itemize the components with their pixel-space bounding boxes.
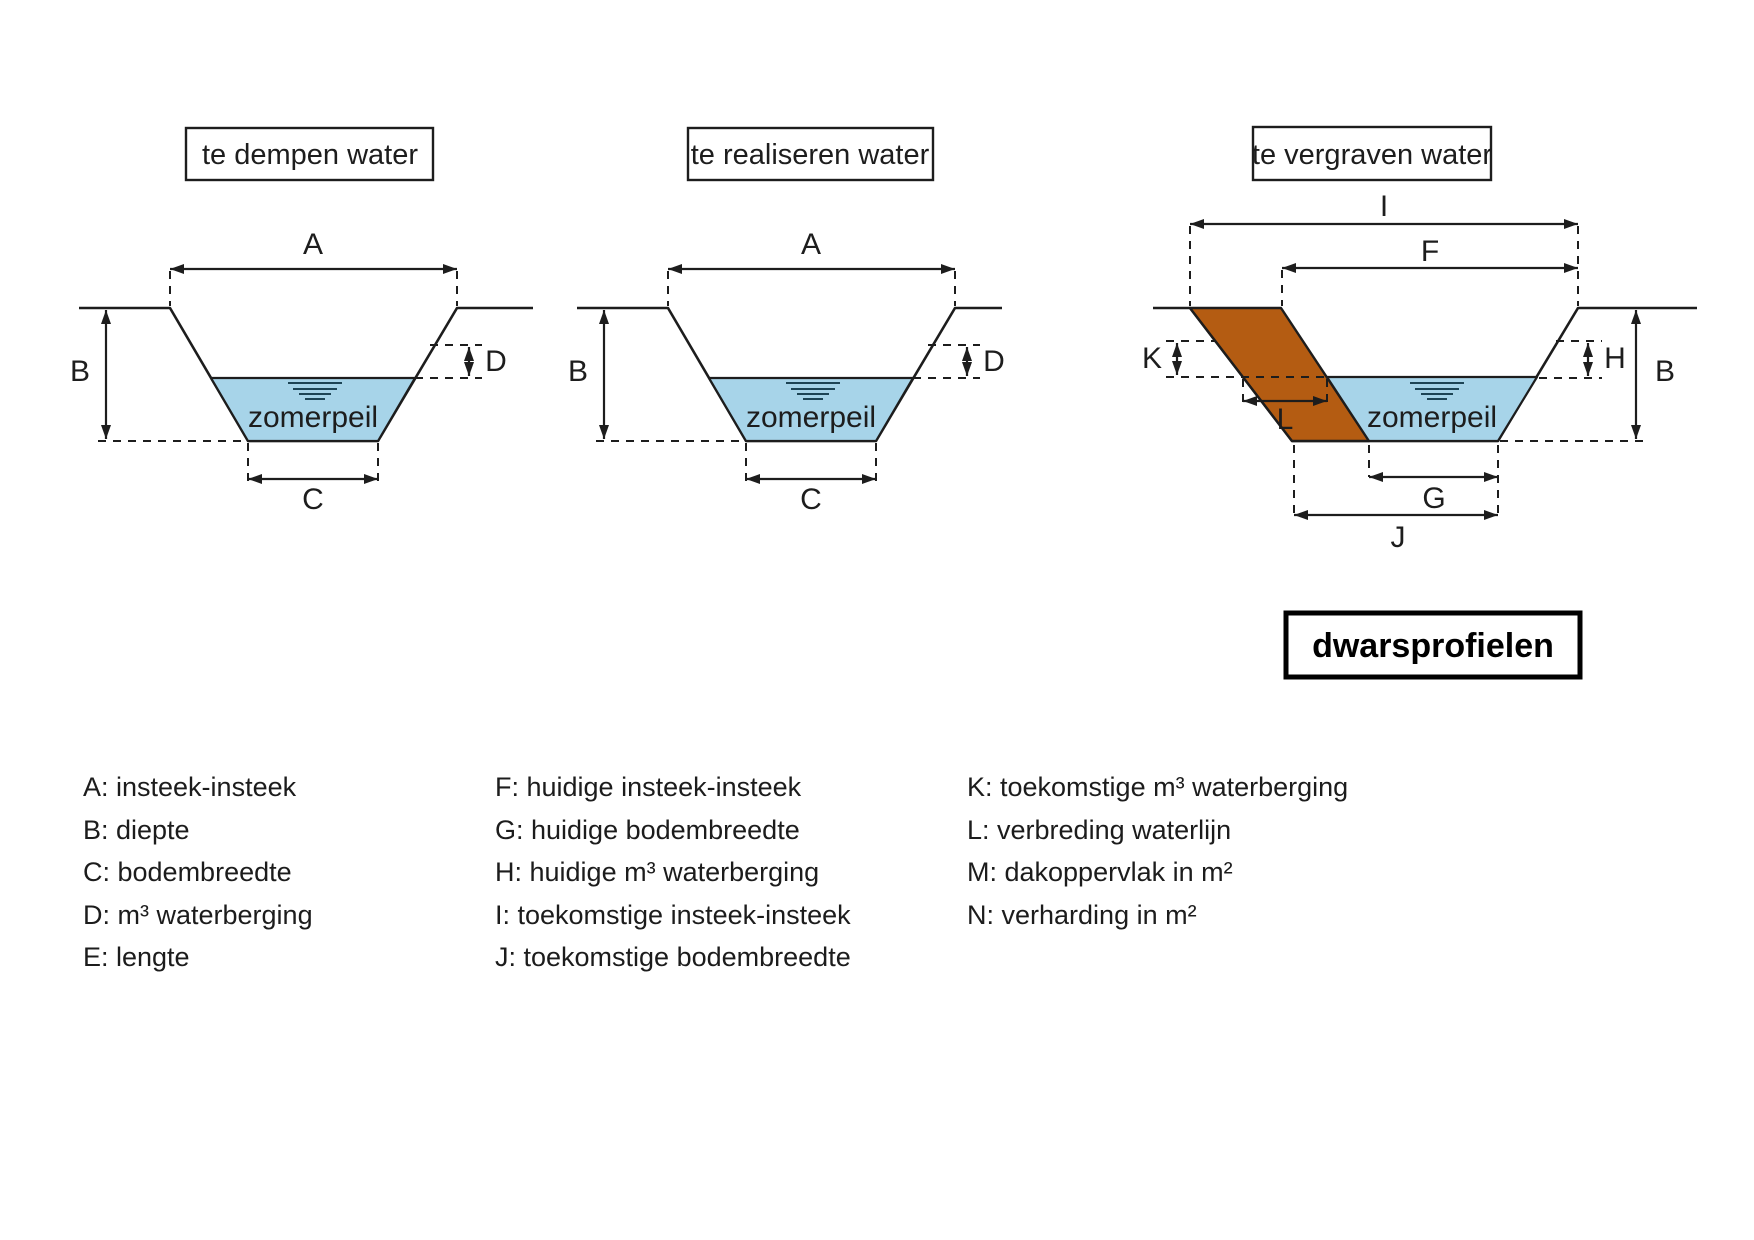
dim-label-D: D [485,345,507,378]
diagram-title: te vergraven water [1252,139,1493,171]
water-level-label: zomerpeil [1367,401,1497,434]
dim-label-B: B [70,355,90,388]
water-surface-icon [786,382,840,400]
water-area [1325,375,1539,443]
diagram-te-vergraven-water: te vergraven water zomerpeil I F K L [1142,125,1697,554]
diagram-te-dempen-water: te dempen water zomerpeil A B D C [70,126,533,516]
legend-item-H: H: huidige m³ waterberging [495,857,820,887]
caption-group: dwarsprofielen [1283,610,1583,680]
dim-label-C: C [800,483,822,516]
legend-item-E: E: lengte [83,942,190,972]
dim-label-C: C [302,483,324,516]
legend-item-M: M: dakoppervlak in m² [967,857,1233,887]
title-box [184,126,435,182]
legend-item-J: J: toekomstige bodembreedte [495,942,851,972]
legend-item-L: L: verbreding waterlijn [967,814,1232,845]
legend-column-2: F: huidige insteek-insteek G: huidige bo… [495,766,851,979]
legend-column-1: A: insteek-insteek B: diepte C: bodembre… [83,766,313,979]
legend-item-B: B: diepte [83,814,190,845]
dim-label-I: I [1380,190,1388,223]
title-box [1251,125,1493,182]
legend-item-D: D: m³ waterberging [83,899,313,930]
diagram-title: te realiseren water [691,139,930,171]
water-area [707,376,915,443]
legend-item-N: N: verharding in m² [967,899,1197,930]
dim-label-F: F [1421,235,1439,268]
title-box [686,126,935,182]
legend-item-I: I: toekomstige insteek-insteek [495,899,851,930]
dim-label-J: J [1391,521,1406,554]
water-surface-icon [288,382,342,400]
dim-label-B: B [1655,355,1675,388]
dim-label-A: A [801,228,821,261]
dim-label-K: K [1142,342,1162,375]
legend-item-K: K: toekomstige m³ waterberging [967,772,1349,802]
dim-label-H: H [1604,342,1626,375]
legend-item-A: A: insteek-insteek [83,772,297,802]
diagram-te-realiseren-water: te realiseren water zomerpeil A B D C [568,126,1005,516]
legend-item-G: G: huidige bodembreedte [495,814,800,845]
water-level-label: zomerpeil [248,401,378,434]
diagram-title: te dempen water [202,139,418,171]
water-surface-icon [1410,382,1464,400]
dim-label-L: L [1277,403,1294,436]
water-area [209,376,417,443]
water-level-label: zomerpeil [746,401,876,434]
caption-box [1283,610,1583,680]
dim-label-B: B [568,355,588,388]
legend-column-3: K: toekomstige m³ waterberging L: verbre… [967,766,1348,936]
legend-item-F: F: huidige insteek-insteek [495,772,802,802]
legend-item-C: C: bodembreedte [83,857,292,887]
caption-label: dwarsprofielen [1312,627,1554,665]
dim-label-D: D [983,345,1005,378]
dim-label-G: G [1422,482,1445,515]
dim-label-A: A [303,228,323,261]
